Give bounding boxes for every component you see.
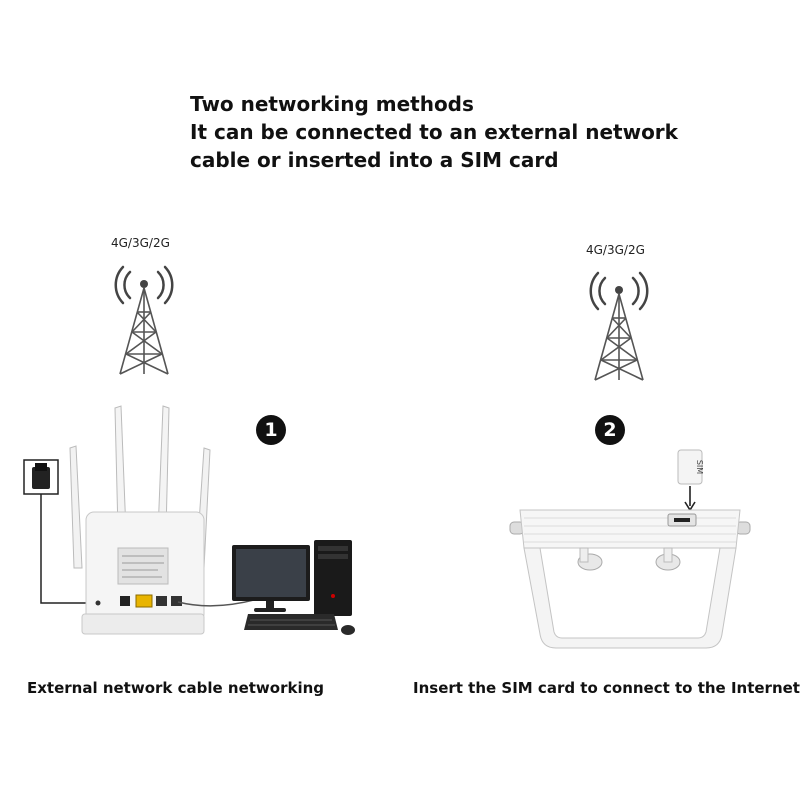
sim-card-icon: SIM xyxy=(677,449,704,512)
wall-socket-icon xyxy=(23,459,59,495)
cell-tower-icon xyxy=(114,265,174,375)
caption-method-2: Insert the SIM card to connect to the In… xyxy=(413,679,800,697)
heading-line-1: Two networking methods xyxy=(190,92,474,116)
heading-line-3: cable or inserted into a SIM card xyxy=(190,148,559,172)
desktop-computer-icon xyxy=(232,540,352,616)
sim-label: SIM xyxy=(695,460,704,474)
method-number-2: 2 xyxy=(595,415,625,445)
heading-line-2: It can be connected to an external netwo… xyxy=(190,120,678,144)
heading: Two networking methods It can be connect… xyxy=(190,90,750,174)
caption-method-1: External network cable networking xyxy=(27,679,325,697)
method-number-1: 1 xyxy=(256,415,286,445)
sim-networking-scene: SIM xyxy=(509,449,751,649)
cable-networking-scene xyxy=(23,405,355,635)
tower-label-2: 4G/3G/2G xyxy=(586,243,645,257)
router-bottom-icon xyxy=(509,509,751,649)
router-icon xyxy=(69,405,211,635)
keyboard-icon xyxy=(244,614,338,630)
cell-tower-icon xyxy=(589,271,649,381)
mouse-icon xyxy=(341,625,355,635)
tower-label-1: 4G/3G/2G xyxy=(111,236,170,250)
